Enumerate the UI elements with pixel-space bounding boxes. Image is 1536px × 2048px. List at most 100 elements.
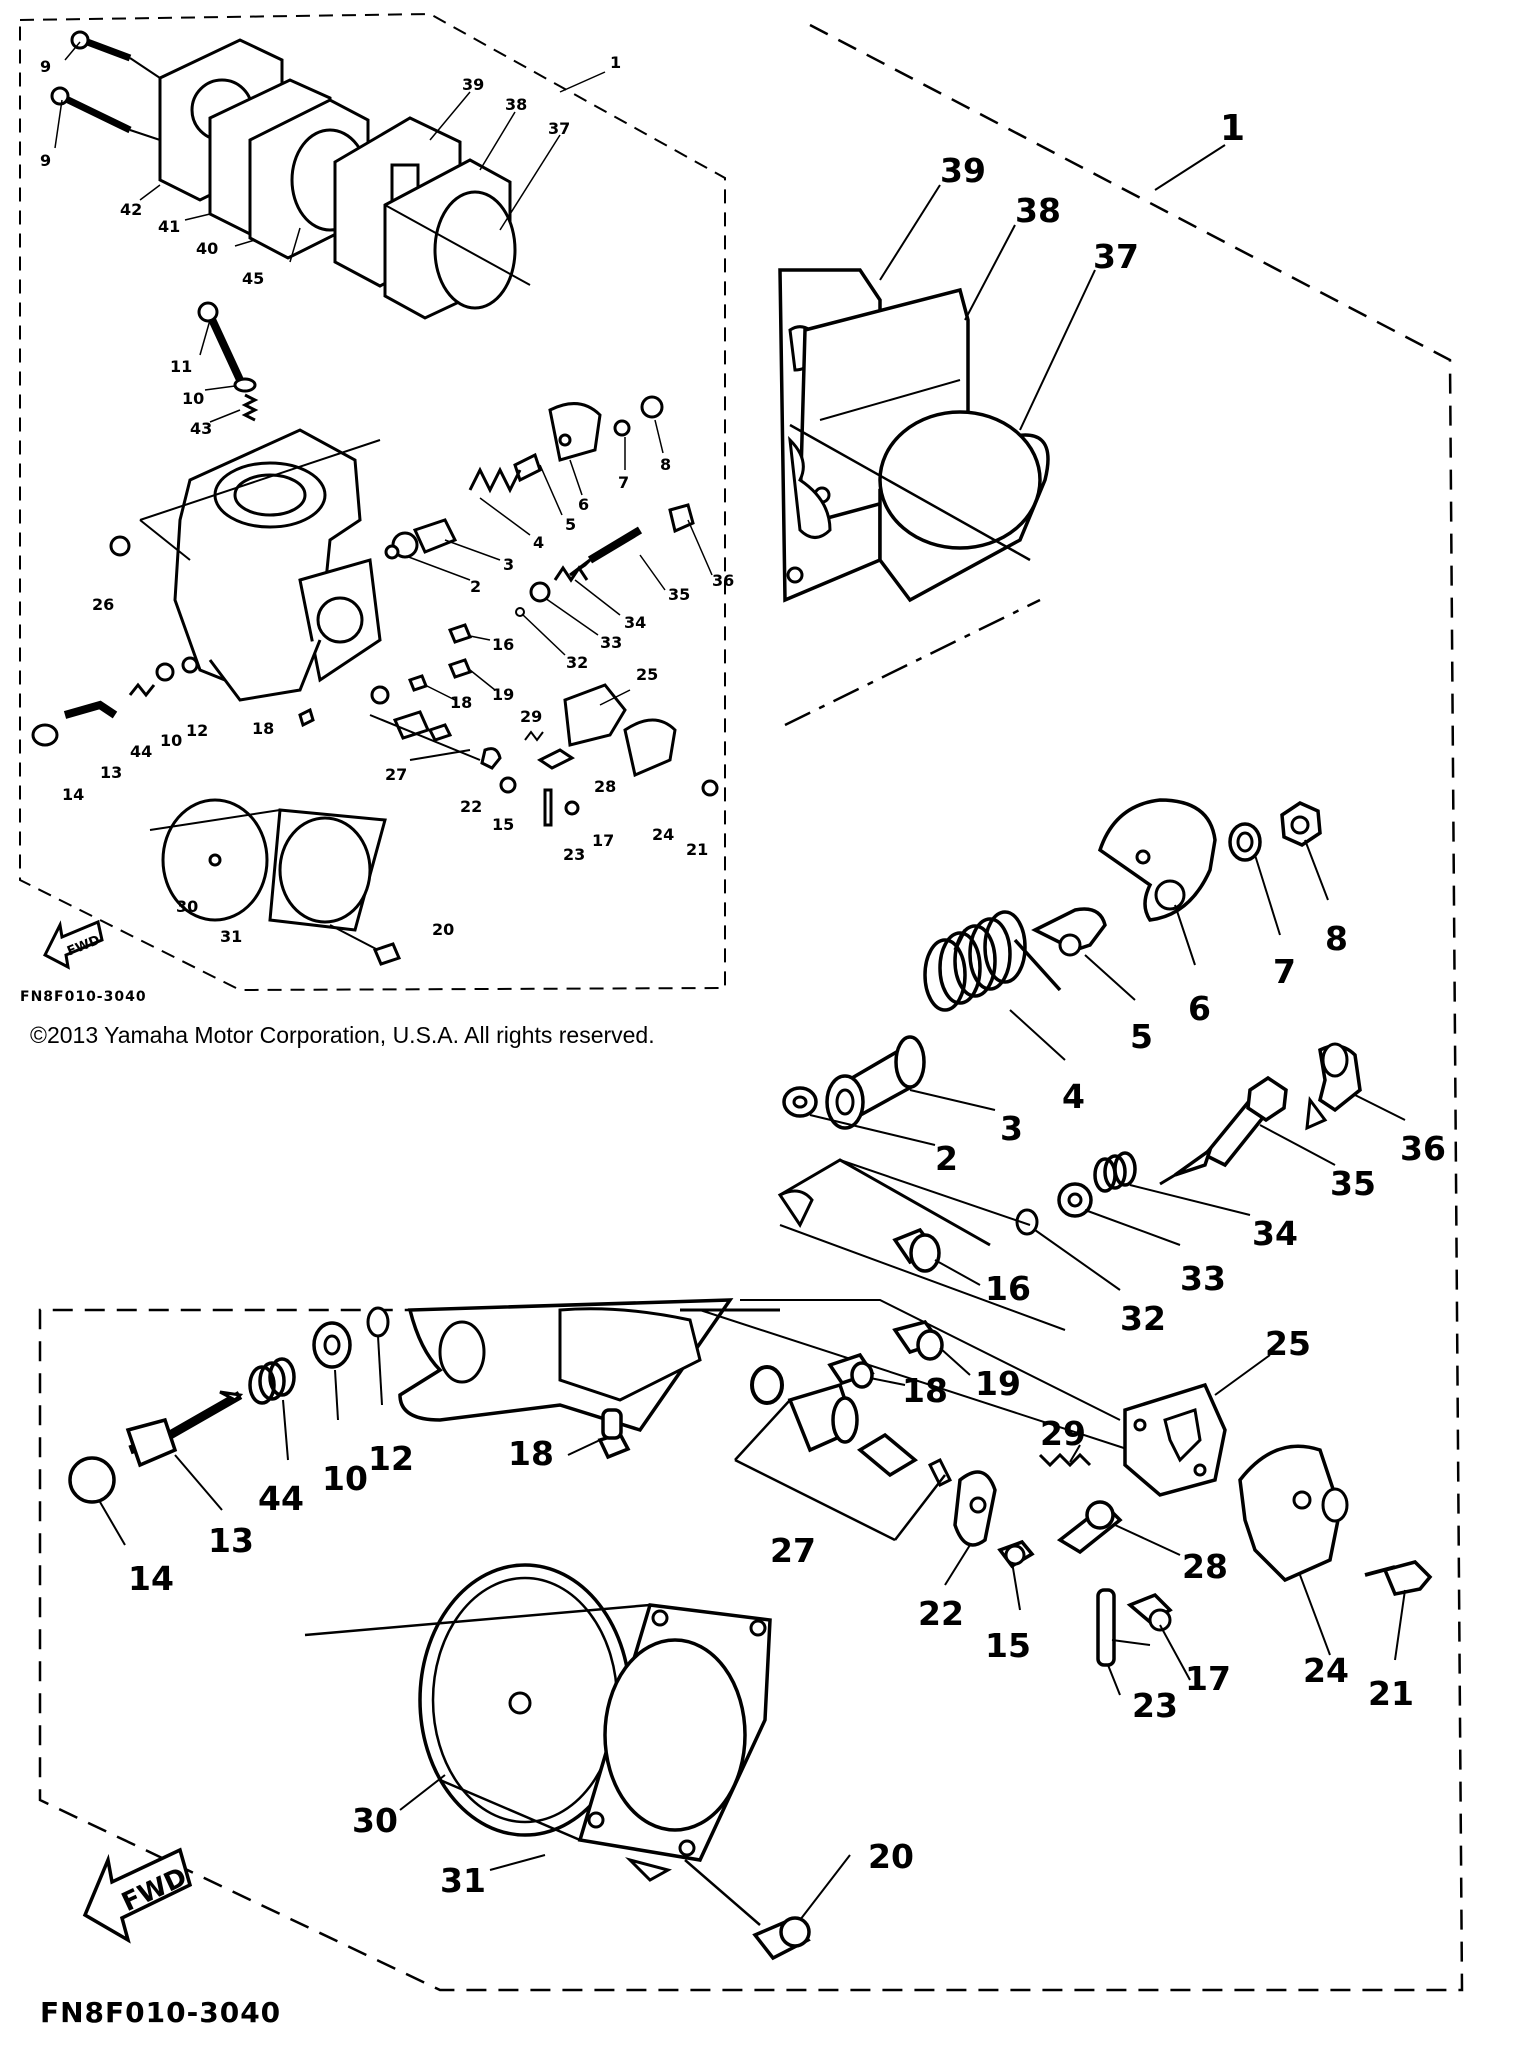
throttle-cover-group bbox=[50, 30, 531, 320]
small-label-5: 5 bbox=[565, 515, 576, 534]
large-view-boundary-upper bbox=[784, 598, 1041, 727]
bracket-lever-large bbox=[1123, 1382, 1433, 1596]
small-label-36: 36 bbox=[712, 571, 734, 590]
small-label-32: 32 bbox=[566, 653, 588, 672]
bushing-large bbox=[782, 1035, 926, 1130]
small-label-25: 25 bbox=[636, 665, 658, 684]
small-label-11: 11 bbox=[170, 357, 192, 376]
small-label-18a: 18 bbox=[252, 719, 274, 738]
large-label-38: 38 bbox=[1015, 191, 1061, 230]
large-label-44: 44 bbox=[258, 1479, 304, 1518]
throttle-linkage-small bbox=[384, 395, 695, 617]
small-label-6: 6 bbox=[578, 495, 589, 514]
large-label-19: 19 bbox=[975, 1364, 1021, 1403]
small-label-2: 2 bbox=[470, 577, 481, 596]
fwd-arrow-small: FWD bbox=[42, 919, 104, 970]
fwd-arrow-large: FWD bbox=[82, 1847, 193, 1944]
large-label-18a: 18 bbox=[508, 1434, 554, 1473]
small-label-9a: 9 bbox=[40, 57, 51, 76]
large-label-16: 16 bbox=[985, 1269, 1031, 1308]
large-label-23: 23 bbox=[1132, 1686, 1178, 1725]
large-label-8: 8 bbox=[1325, 919, 1348, 958]
large-label-35: 35 bbox=[1330, 1164, 1376, 1203]
diagram-code-large: FN8F010-3040 bbox=[40, 1996, 281, 2029]
leader-lines-small bbox=[54, 41, 713, 706]
small-label-34: 34 bbox=[624, 613, 646, 632]
jets-large bbox=[777, 1158, 1039, 1273]
small-label-15: 15 bbox=[492, 815, 514, 834]
small-view-labels: 9 9 42 41 40 45 39 38 37 1 11 10 43 26 1… bbox=[40, 53, 734, 946]
small-label-45: 45 bbox=[242, 269, 264, 288]
small-label-44: 44 bbox=[130, 742, 152, 761]
small-label-16: 16 bbox=[492, 635, 514, 654]
small-view: FWD bbox=[19, 12, 734, 1005]
plates-large bbox=[778, 268, 1050, 603]
small-label-33: 33 bbox=[600, 633, 622, 652]
large-label-1: 1 bbox=[1220, 108, 1245, 149]
large-view-boundary bbox=[38, 23, 1464, 1992]
screw-and-spring-small bbox=[197, 301, 259, 422]
small-label-28: 28 bbox=[594, 777, 616, 796]
small-label-3: 3 bbox=[503, 555, 514, 574]
small-label-13: 13 bbox=[100, 763, 122, 782]
small-label-29: 29 bbox=[520, 707, 542, 726]
carburetor-body-large bbox=[398, 1224, 1131, 1451]
large-label-20: 20 bbox=[868, 1837, 914, 1876]
large-label-2: 2 bbox=[935, 1139, 958, 1178]
large-label-32: 32 bbox=[1120, 1299, 1166, 1338]
small-label-10b: 10 bbox=[160, 731, 182, 750]
small-label-1: 1 bbox=[610, 53, 621, 72]
large-label-33: 33 bbox=[1180, 1259, 1226, 1298]
small-label-42: 42 bbox=[120, 200, 142, 219]
large-label-13: 13 bbox=[208, 1521, 254, 1560]
small-label-23: 23 bbox=[563, 845, 585, 864]
small-label-4: 4 bbox=[533, 533, 544, 552]
large-label-6: 6 bbox=[1188, 989, 1211, 1028]
large-label-7: 7 bbox=[1273, 952, 1296, 991]
linkage-pins-large bbox=[1038, 1452, 1173, 1667]
large-label-24: 24 bbox=[1303, 1651, 1349, 1690]
small-label-9b: 9 bbox=[40, 151, 51, 170]
leader-lines-large bbox=[99, 144, 1406, 1921]
lower-parts-small bbox=[369, 623, 719, 827]
diagram-code-small: FN8F010-3040 bbox=[20, 989, 147, 1005]
large-label-12: 12 bbox=[368, 1439, 414, 1478]
small-label-31: 31 bbox=[220, 927, 242, 946]
large-label-3: 3 bbox=[1000, 1109, 1023, 1148]
large-label-21: 21 bbox=[1368, 1674, 1414, 1713]
small-label-8: 8 bbox=[660, 455, 671, 474]
large-label-22: 22 bbox=[918, 1594, 964, 1633]
small-label-38: 38 bbox=[505, 95, 527, 114]
large-label-17: 17 bbox=[1185, 1659, 1231, 1698]
left-parts-small bbox=[31, 535, 315, 747]
small-label-18b: 18 bbox=[450, 693, 472, 712]
jet-holder-large bbox=[734, 1320, 1035, 1569]
large-label-4: 4 bbox=[1062, 1077, 1085, 1116]
small-label-10a: 10 bbox=[182, 389, 204, 408]
small-label-43: 43 bbox=[190, 419, 212, 438]
small-label-37: 37 bbox=[548, 119, 570, 138]
small-label-30: 30 bbox=[176, 897, 198, 916]
large-label-18b: 18 bbox=[902, 1371, 948, 1410]
throttle-cam-large bbox=[1031, 798, 1322, 957]
small-label-39: 39 bbox=[462, 75, 484, 94]
small-label-41: 41 bbox=[158, 217, 180, 236]
diaphragm-cover-large bbox=[304, 1563, 811, 1961]
large-label-14: 14 bbox=[128, 1559, 174, 1598]
small-label-21: 21 bbox=[686, 840, 708, 859]
small-label-7: 7 bbox=[618, 473, 629, 492]
small-label-24: 24 bbox=[652, 825, 674, 844]
large-label-37: 37 bbox=[1093, 237, 1139, 276]
small-label-27: 27 bbox=[385, 765, 407, 784]
mixture-screw-large bbox=[68, 1306, 631, 1504]
large-view: FWD bbox=[38, 23, 1464, 2029]
small-label-22: 22 bbox=[460, 797, 482, 816]
large-label-34: 34 bbox=[1252, 1214, 1298, 1253]
large-label-10: 10 bbox=[322, 1459, 368, 1498]
spring-4-large bbox=[923, 910, 1062, 1012]
small-label-12: 12 bbox=[186, 721, 208, 740]
large-label-29: 29 bbox=[1040, 1414, 1086, 1453]
small-label-20: 20 bbox=[432, 920, 454, 939]
large-label-28: 28 bbox=[1182, 1547, 1228, 1586]
small-view-boundary bbox=[19, 12, 726, 992]
